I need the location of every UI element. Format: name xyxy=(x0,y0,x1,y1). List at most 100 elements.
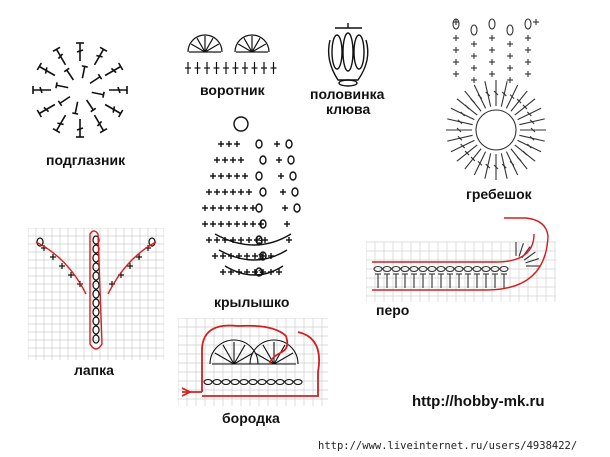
wing-loop xyxy=(285,139,293,149)
dc-stitch xyxy=(90,107,97,113)
dc-stitch xyxy=(93,48,105,66)
feather-chain xyxy=(481,265,491,273)
site-url[interactable]: http://hobby-mk.ru xyxy=(412,393,545,410)
wing-loop xyxy=(259,155,267,165)
beard-fan xyxy=(233,344,246,365)
dc-stitch xyxy=(72,112,79,115)
crest-dc xyxy=(470,156,476,162)
dc-stitch xyxy=(38,65,56,77)
crest-dc xyxy=(485,91,491,97)
crest-dc xyxy=(464,104,470,110)
crest-dc xyxy=(522,150,528,156)
dc-stitch xyxy=(112,106,116,113)
dc-stitch xyxy=(91,91,104,96)
dc-stitch xyxy=(36,109,42,118)
dc-stitch xyxy=(55,48,67,66)
krylyshko-mark-1: 3 xyxy=(258,236,263,246)
feather-chain xyxy=(373,265,383,273)
dc-stitch xyxy=(110,67,117,74)
wing-loop xyxy=(255,235,263,245)
dc-stitch xyxy=(43,106,50,113)
wing-loop xyxy=(291,187,299,197)
crest-dc xyxy=(493,90,499,96)
grebeshok-label: гребешок xyxy=(466,186,532,202)
dc-stitch xyxy=(89,76,101,85)
fan-stitch xyxy=(251,43,267,53)
crest-dc xyxy=(460,111,466,117)
dc-stitch xyxy=(99,46,108,52)
feather-dc xyxy=(523,251,536,261)
wing-loop xyxy=(255,203,263,213)
crest-loop xyxy=(506,24,514,36)
crest-dc xyxy=(522,104,528,110)
beard-fan xyxy=(273,352,294,365)
feather-chain xyxy=(499,265,509,273)
dc-stitch xyxy=(55,114,67,132)
dc-stitch xyxy=(39,86,43,94)
wing-arc xyxy=(218,249,288,261)
crest-dc xyxy=(460,143,466,149)
polovinka-label-line1: половинка xyxy=(310,86,385,102)
beard-chain xyxy=(275,378,285,386)
crest-dc xyxy=(464,150,470,156)
borodka-chart xyxy=(178,318,328,406)
beard-chain xyxy=(248,378,258,386)
dc-stitch xyxy=(55,82,58,89)
krylyshko-mark-2: 3 xyxy=(258,252,263,262)
beard-fan xyxy=(222,344,235,365)
dc-stitch xyxy=(85,99,94,111)
dc-stitch xyxy=(52,46,61,52)
crest-dc xyxy=(516,156,522,162)
feather-dc xyxy=(518,243,524,257)
beard-chain xyxy=(293,378,303,386)
fan-stitch xyxy=(204,43,220,53)
beard-chain xyxy=(239,378,249,386)
fan-stitch xyxy=(190,43,206,53)
feather-chain xyxy=(454,265,464,273)
crest-dc xyxy=(493,164,499,170)
source-url[interactable]: http://www.liveinternet.ru/users/4938422… xyxy=(318,440,578,452)
wing-loop xyxy=(255,267,263,277)
lapka-label: лапка xyxy=(74,362,114,378)
crest-dc xyxy=(470,98,476,104)
lapka-chart xyxy=(28,228,164,360)
dc-stitch xyxy=(97,73,103,80)
beard-arc xyxy=(249,339,299,365)
dc-stitch xyxy=(76,127,84,131)
crest-dc xyxy=(530,127,536,133)
dc-stitch xyxy=(118,62,124,71)
krylyshko-label: крылышко xyxy=(214,294,290,310)
crest-dc xyxy=(457,135,463,141)
wing-arc xyxy=(214,233,292,246)
crest-dc xyxy=(477,160,483,166)
toe-loop xyxy=(92,289,100,299)
crest-dc xyxy=(516,98,522,104)
dc-stitch xyxy=(104,103,122,115)
crest-dc xyxy=(509,94,515,100)
feather-chain xyxy=(445,265,455,273)
wing-loop xyxy=(287,155,295,165)
feather-chain xyxy=(463,265,473,273)
feather-chain xyxy=(472,265,482,273)
wing-tip-loop xyxy=(233,116,249,132)
vorotnik-chart xyxy=(185,34,277,74)
dc-stitch xyxy=(36,62,42,71)
podglaznik-label: подглазник xyxy=(46,152,126,168)
crest-dc xyxy=(477,94,483,100)
wing-loop xyxy=(259,219,267,229)
dc-stitch xyxy=(117,86,121,94)
dc-stitch xyxy=(59,95,71,104)
crest-dc xyxy=(526,143,532,149)
feather-chain xyxy=(400,265,410,273)
beard-chain xyxy=(230,378,240,386)
dc-stitch xyxy=(57,122,64,126)
feather-chain xyxy=(490,265,500,273)
fan-stitch xyxy=(243,37,253,53)
crest-dc xyxy=(509,160,515,166)
vorotnik-label: воротник xyxy=(200,82,265,98)
beard-fan xyxy=(233,352,254,365)
fan-stitch xyxy=(251,37,261,53)
toe-loop xyxy=(92,307,100,317)
dc-stitch xyxy=(56,84,69,89)
krylyshko-chart: 3 3 3 xyxy=(202,116,301,278)
